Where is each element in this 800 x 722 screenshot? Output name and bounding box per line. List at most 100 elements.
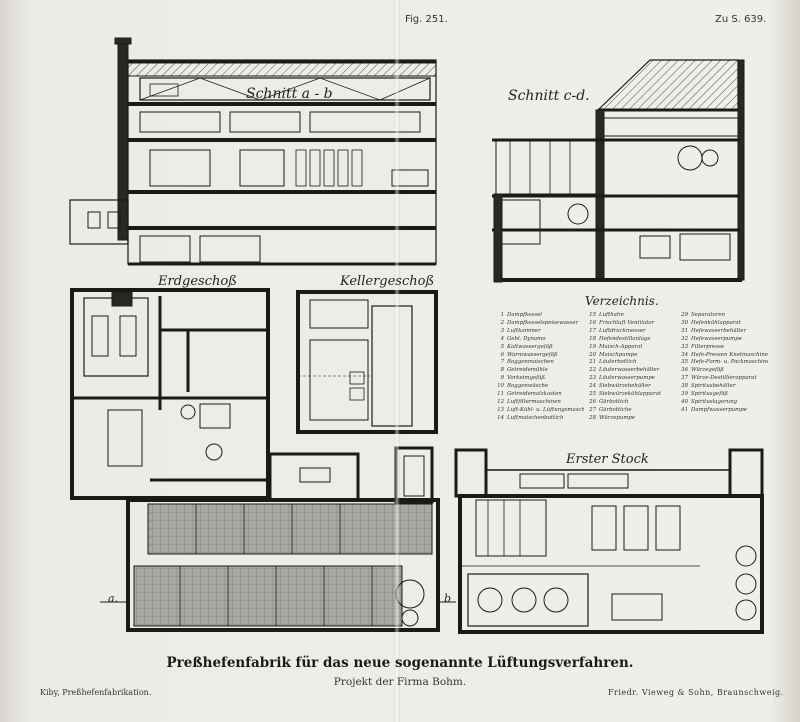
legend-item-number: 12	[497, 398, 504, 405]
legend-item-label: Vorkeimgefäß	[507, 375, 545, 382]
legend-item-label: Spiritusbehälter	[691, 383, 736, 390]
figure-caption-title: Preßhefenfabrik für das neue sogenannte …	[166, 655, 634, 671]
legend-item-number: 4	[500, 335, 504, 342]
cellar-plan	[296, 290, 438, 434]
legend-item-label: Würzepumpe	[599, 414, 636, 421]
legend-item-number: 40	[681, 398, 688, 405]
legend-item-label: Gärbottiche	[599, 406, 632, 413]
legend-item-number: 5	[500, 343, 504, 350]
legend-item-number: 25	[589, 391, 596, 398]
legend-item-label: Läuterwasserbehälter	[599, 367, 660, 374]
legend-item-label: Würzegefäß	[691, 367, 724, 374]
section-marker-a: a.	[108, 592, 119, 605]
legend-item-label: Hefendestillanlage	[599, 335, 651, 342]
legend-item-number: 26	[589, 398, 596, 405]
legend-item-number: 39	[681, 391, 688, 398]
legend-item-label: Gebl. Dynamo	[507, 335, 546, 342]
legend-item-number: 32	[681, 335, 688, 342]
legend-item-label: Hefenkühlapparat	[691, 319, 741, 326]
legend-item-number: 9	[500, 375, 504, 382]
legend-item-label: Luft-Kühl- u. Lüftungsmaschinen	[507, 406, 584, 413]
legend-item-label: Läuterbottich	[599, 359, 637, 366]
legend-item-number: 31	[681, 327, 688, 334]
legend-item-label: Siebwürzebehälter	[599, 383, 651, 390]
legend-item-number: 7	[500, 359, 504, 366]
legend-item-number: 41	[681, 406, 688, 413]
section-ab-label: Schnitt a - b	[246, 86, 333, 102]
legend-item-label: Separatoren	[691, 312, 725, 318]
legend-item-number: 2	[500, 319, 504, 326]
figure-caption-subtitle: Projekt der Firma Bohm.	[333, 676, 467, 688]
legend-item-number: 36	[681, 367, 688, 374]
cellar-label: Kellergeschoß	[340, 274, 435, 289]
legend-item-label: Siebwürzekühlapparat	[599, 391, 661, 398]
legend-item-label: Hefe-Pressen Knetmaschine	[691, 351, 768, 358]
legend-item-number: 24	[589, 383, 596, 390]
footer-right: Friedr. Vieweg & Sohn, Braunschweig.	[608, 688, 784, 697]
legend-item-label: Spiritusgefäß	[691, 391, 729, 398]
legend-item-label: Warmwassergefäß	[507, 351, 558, 358]
legend-item-number: 18	[589, 335, 596, 342]
legend-item-label: Roggenmaischen	[507, 359, 554, 366]
legend-item-number: 33	[681, 343, 688, 350]
legend-item-label: Getreidemühle	[507, 367, 548, 374]
legend-item-label: Spirituslagerung	[691, 398, 738, 405]
legend-item-label: Luftmaischenbottich	[507, 414, 564, 421]
legend-item-number: 27	[589, 406, 596, 413]
legend-item-number: 8	[500, 367, 504, 374]
center-fold	[394, 0, 400, 722]
legend-item-label: Hefewasserbehälter	[691, 327, 747, 334]
ground-floor-label: Erdgeschoß	[158, 274, 237, 289]
legend-item-number: 17	[589, 327, 596, 334]
legend-item-label: Filterpresse	[691, 343, 725, 350]
legend-item-number: 37	[681, 375, 688, 382]
legend-item-label: Würze-Destillierapparat	[691, 375, 757, 382]
legend-item-number: 35	[681, 359, 688, 366]
footer-left: Kiby, Preßhefenfabrikation.	[40, 688, 152, 697]
legend-item-number: 10	[497, 383, 504, 390]
fermentation-hall-plan	[100, 498, 456, 632]
ground-floor-plan	[70, 288, 434, 504]
legend-item-label: Kaltwassergefäß	[507, 343, 553, 350]
legend-item-label: Dampfkesselspeisewasser	[507, 319, 579, 326]
legend-item-label: Hefe-Form- u. Packmaschine	[691, 359, 768, 366]
legend-item-number: 34	[681, 351, 688, 358]
legend-item-label: Dampfwasserpumpe	[691, 406, 747, 413]
first-floor-plan	[454, 448, 764, 634]
legend-item-label: Lufthahn	[599, 312, 624, 318]
legend-item-number: 29	[681, 312, 688, 318]
legend-item-number: 30	[681, 319, 688, 326]
legend-item-label: Luftkammer	[507, 327, 541, 334]
legend-item-label: Luftfiltermaschinen	[507, 398, 561, 405]
legend-item-number: 15	[589, 312, 596, 318]
legend-item-number: 23	[589, 375, 596, 382]
figure-label: Fig. 251.	[405, 14, 448, 25]
legend-item-number: 11	[497, 391, 504, 398]
legend-item-label: Hefewasserpumpe	[691, 335, 742, 342]
first-floor-label: Erster Stock	[566, 452, 649, 467]
